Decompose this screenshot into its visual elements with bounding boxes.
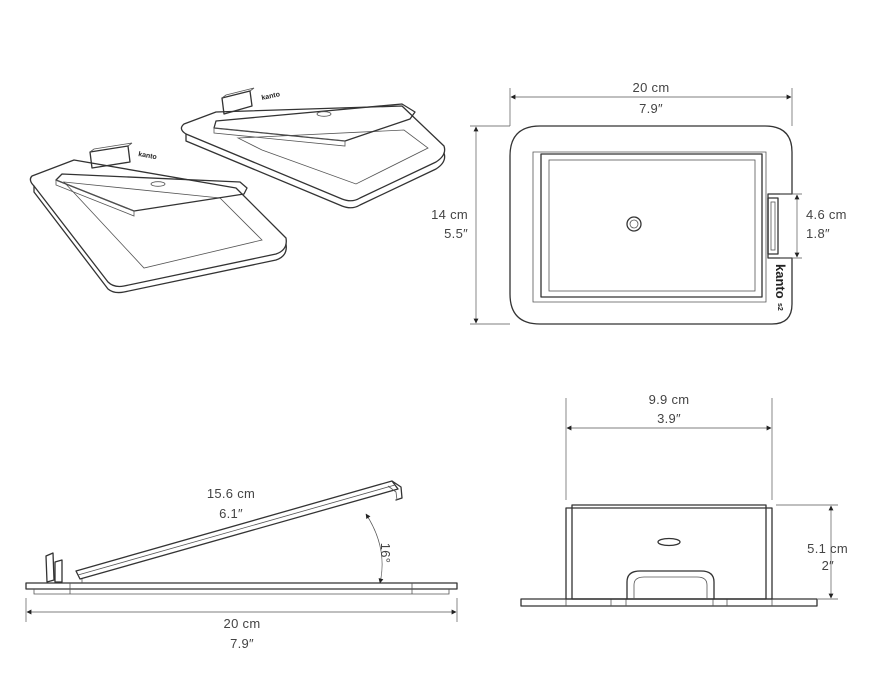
top-depth-in: 5.5″ <box>444 226 468 241</box>
side-view: 15.6 cm 6.1″ 16° 20 cm 7.9″ <box>25 480 458 651</box>
svg-text:kanto: kanto <box>261 91 281 102</box>
front-stand-illustration: kanto <box>29 142 287 294</box>
top-plate <box>540 153 763 298</box>
front-width-cm: 9.9 cm <box>649 392 690 407</box>
front-height-cm: 5.1 cm <box>807 541 848 556</box>
front-height-in: 2″ <box>822 558 835 573</box>
top-width-in: 7.9″ <box>639 101 663 116</box>
side-base-in: 7.9″ <box>230 636 254 651</box>
side-base-cm: 20 cm <box>224 616 261 631</box>
brand-logo: kanto s2 <box>773 264 788 311</box>
svg-text:s2: s2 <box>776 303 783 311</box>
top-view-outline <box>509 125 793 325</box>
front-width-in: 3.9″ <box>657 411 681 426</box>
front-plate <box>571 504 767 600</box>
side-plate-in: 6.1″ <box>219 506 243 521</box>
side-base <box>25 582 458 590</box>
top-tab-in: 1.8″ <box>806 226 830 241</box>
top-view: kanto s2 20 cm 7.9″ 14 cm 5.5″ 4.6 cm 1.… <box>431 80 847 325</box>
isometric-view: kanto kanto <box>29 87 446 294</box>
side-angle: 16° <box>378 543 393 564</box>
side-plate-cm: 15.6 cm <box>207 486 255 501</box>
top-tab-cm: 4.6 cm <box>806 207 847 222</box>
front-base <box>520 598 818 607</box>
svg-text:kanto: kanto <box>138 151 158 161</box>
svg-text:kanto: kanto <box>773 264 788 299</box>
top-width-cm: 20 cm <box>633 80 670 95</box>
front-view: 9.9 cm 3.9″ 5.1 cm 2″ <box>520 392 848 607</box>
side-plate <box>75 480 399 580</box>
back-stand-illustration: kanto <box>180 87 446 209</box>
top-depth-cm: 14 cm <box>431 207 468 222</box>
